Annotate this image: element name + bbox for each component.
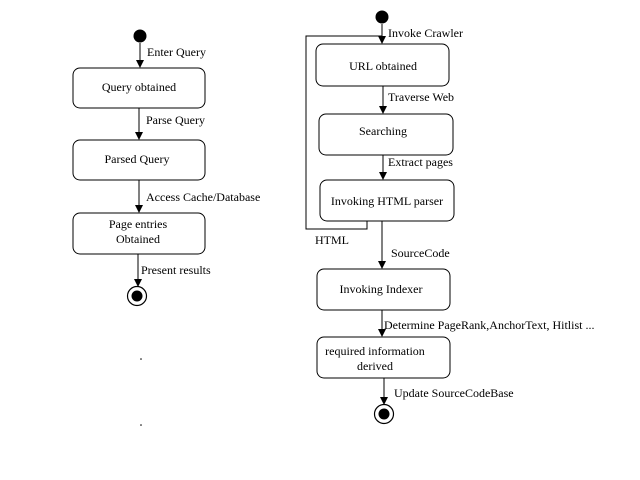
state-page-entries-line2: Obtained xyxy=(116,232,160,246)
state-invoking-indexer-label: Invoking Indexer xyxy=(340,282,423,296)
stray-dot xyxy=(140,358,142,360)
label-html-loop: HTML xyxy=(315,233,349,247)
label-invoke-crawler: Invoke Crawler xyxy=(388,26,463,40)
label-sourcecode: SourceCode xyxy=(391,246,450,260)
state-invoking-html-parser-label: Invoking HTML parser xyxy=(331,194,443,208)
label-extract-pages: Extract pages xyxy=(388,155,453,169)
state-url-obtained-label: URL obtained xyxy=(349,59,417,73)
state-query-obtained-label: Query obtained xyxy=(102,80,176,94)
edge-html-loop xyxy=(305,35,382,230)
arrowhead xyxy=(379,172,387,180)
arrowhead xyxy=(380,397,388,405)
state-page-entries-obtained xyxy=(72,212,206,255)
label-present-results: Present results xyxy=(141,263,211,277)
state-parsed-query-label: Parsed Query xyxy=(105,152,170,166)
stray-dot xyxy=(140,424,142,426)
arrowhead xyxy=(378,329,386,337)
state-invoking-html-parser xyxy=(319,179,455,222)
label-traverse-web: Traverse Web xyxy=(388,90,454,104)
final-node-left-core xyxy=(131,290,143,302)
final-node-right-core xyxy=(378,408,390,420)
arrowhead xyxy=(379,106,387,114)
label-enter-query: Enter Query xyxy=(147,45,206,59)
arrowhead xyxy=(378,261,386,269)
state-searching xyxy=(318,113,454,156)
arrowhead xyxy=(135,205,143,213)
initial-node-right xyxy=(375,10,389,24)
state-required-info-line1: required information xyxy=(325,344,425,358)
label-determine-pagerank: Determine PageRank,AnchorText, Hitlist .… xyxy=(384,318,594,332)
arrowhead xyxy=(136,60,144,68)
state-required-info-line2: derived xyxy=(357,359,393,373)
arrowhead xyxy=(378,36,386,44)
state-invoking-indexer xyxy=(316,268,451,311)
label-access-cache: Access Cache/Database xyxy=(146,190,260,204)
label-update-sourcecodebase: Update SourceCodeBase xyxy=(394,386,514,400)
arrowhead xyxy=(135,132,143,140)
label-parse-query: Parse Query xyxy=(146,113,205,127)
state-searching-label: Searching xyxy=(359,124,407,138)
initial-node-left xyxy=(133,29,147,43)
state-page-entries-line1: Page entries xyxy=(109,217,168,231)
arrowhead xyxy=(134,279,142,287)
